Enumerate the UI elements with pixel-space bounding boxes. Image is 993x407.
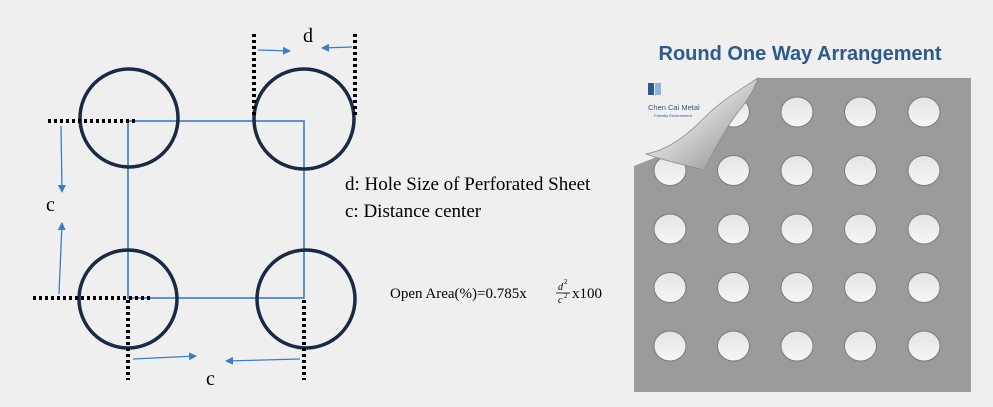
arrow-c-up (57, 222, 66, 295)
open-area-formula: Open Area(%)=0.785x d 2 c 2 x100 (390, 278, 602, 306)
sheet-hole (907, 330, 941, 362)
label-d: d (303, 25, 313, 47)
sheet-hole (907, 213, 941, 245)
dimension-arrows (57, 43, 353, 365)
hole-circle-bottom-right (255, 248, 357, 350)
brand-name: Chen Cai Metal (648, 103, 700, 112)
sheet-hole (844, 155, 877, 186)
arrow-d-left (257, 46, 291, 55)
arrow-c-bottom-left (225, 356, 301, 365)
brand-logo (648, 83, 661, 95)
formula-numerator-exp: 2 (564, 278, 568, 286)
dotted-guides (33, 34, 357, 380)
sheet-hole (717, 213, 750, 245)
sheet-hole (844, 96, 877, 128)
logo-mark-light (655, 83, 661, 95)
sheet-hole (844, 213, 877, 245)
legend-hole-size: d: Hole Size of Perforated Sheet (345, 174, 591, 195)
sheet-title: Round One Way Arrangement (659, 43, 942, 65)
hole-circle-top-right (252, 67, 356, 171)
sheet-hole (907, 155, 941, 186)
curl-fold (644, 77, 759, 171)
sheet-hole (780, 155, 814, 186)
arrow-d-right (321, 43, 353, 52)
sheet-hole (907, 96, 941, 128)
logo-mark (648, 83, 654, 95)
sheet-hole (717, 272, 750, 303)
formula-prefix: Open Area(%)=0.785x (390, 286, 527, 302)
sheet-hole (717, 330, 750, 362)
formula-denominator-exp: 2 (564, 292, 568, 300)
sheet-hole (844, 330, 877, 362)
sheet-hole (653, 272, 687, 303)
sheet-hole (780, 330, 814, 362)
formula-numerator: d (558, 282, 564, 293)
hole-circle-top-left (78, 67, 180, 169)
sheet-hole (907, 272, 941, 303)
sheet-hole (780, 96, 814, 128)
sheet-hole (780, 213, 814, 245)
legend-distance-center: c: Distance center (345, 201, 482, 222)
arrow-c-down (57, 125, 66, 193)
sheet-hole (844, 272, 877, 303)
formula-denominator: c (558, 295, 563, 306)
formula-suffix: x100 (572, 286, 602, 302)
label-c-bottom: c (206, 368, 215, 390)
sheet-hole (780, 272, 814, 303)
sheet-hole (653, 330, 687, 362)
sheet-hole (653, 213, 687, 245)
center-square (127, 120, 305, 299)
brand-tagline: Friendly Environment (654, 113, 693, 118)
sheet-hole (717, 155, 750, 186)
page-curl: Chen Cai Metal Friendly Environment (634, 77, 759, 171)
label-c-left: c (46, 194, 55, 216)
arrow-c-bottom-right (132, 352, 197, 361)
